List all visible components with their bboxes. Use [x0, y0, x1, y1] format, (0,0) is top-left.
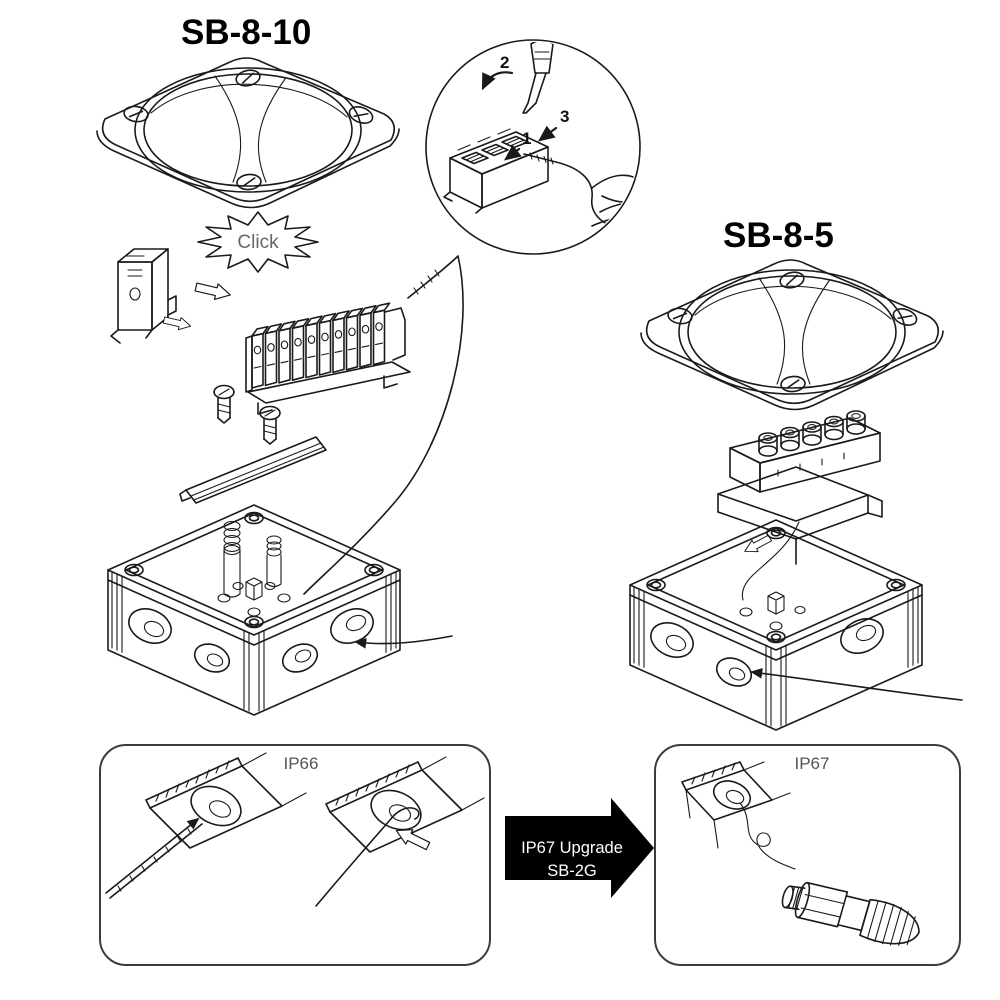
- ip66-label: IP66: [284, 754, 319, 773]
- step-2-arrow: [481, 71, 514, 91]
- step-3-label: 3: [560, 107, 569, 126]
- box-interior-details: [739, 591, 806, 631]
- wire-in-hand-drawing: [523, 152, 613, 227]
- box-corner-drawing: [681, 761, 791, 849]
- wire-insert-drawing: [105, 817, 203, 899]
- cable-knockouts: [650, 618, 884, 687]
- sb-8-5-assembly: [630, 260, 963, 730]
- wire-through-drawing: [315, 807, 420, 907]
- sb-8-10-lid-drawing: [97, 58, 399, 208]
- ip66-panel: [99, 744, 491, 966]
- right-model-title: SB-8-5: [723, 216, 834, 255]
- upgrade-arrow: [505, 798, 654, 898]
- ip67-panel-border: [654, 744, 961, 966]
- step-2-label: 2: [500, 53, 509, 72]
- sb-8-5-box-drawing: [630, 520, 922, 730]
- cable-gland-drawing: [781, 881, 920, 946]
- wire-routing-drawing: [303, 255, 464, 595]
- box-interior-details: [217, 520, 291, 617]
- inset-circle: [425, 39, 641, 255]
- spring-pillar-drawing: [266, 535, 282, 588]
- spring-pillar-drawing: [223, 520, 241, 598]
- terminal-strip-10way-drawing: [245, 302, 411, 415]
- sb-8-10-box-drawing: [108, 505, 400, 715]
- terminal-end-piece-drawing: [110, 248, 177, 344]
- assembly-arrow-icon: [162, 313, 193, 333]
- ip67-label: IP67: [795, 754, 830, 773]
- click-burst: [197, 211, 319, 273]
- internal-wire-drawing: [741, 521, 800, 601]
- step-1-label: 1: [522, 129, 531, 148]
- membrane-demo-left: [105, 752, 307, 899]
- cover-screw-drawing: [213, 384, 235, 424]
- membrane-demo-right: [315, 756, 485, 907]
- screwdriver-drawing: [522, 42, 554, 114]
- upgrade-arrow-line2: SB-2G: [547, 862, 597, 880]
- ip66-panel-border: [99, 744, 491, 966]
- detail-inset: [425, 39, 641, 255]
- ip67-panel: [654, 744, 961, 966]
- left-model-title: SB-8-10: [181, 13, 311, 52]
- din-rail-drawing: [179, 436, 327, 504]
- terminal-strip-5way-drawing: [729, 410, 881, 493]
- mounting-bracket-drawing: [717, 466, 883, 565]
- upgrade-arrow-line1: IP67 Upgrade: [521, 839, 623, 857]
- cable-knockouts: [128, 608, 374, 673]
- step-3-arrow: [538, 125, 558, 142]
- wire-curl-drawing: [739, 802, 796, 870]
- cable-entry-arrow: [354, 635, 453, 649]
- sb-8-10-assembly: [97, 58, 453, 715]
- click-label: Click: [237, 232, 279, 253]
- cable-entry-arrow: [750, 667, 963, 701]
- assembly-arrow-icon: [193, 278, 233, 304]
- sb-8-5-lid-drawing: [641, 260, 943, 410]
- step-1-arrow: [504, 144, 522, 161]
